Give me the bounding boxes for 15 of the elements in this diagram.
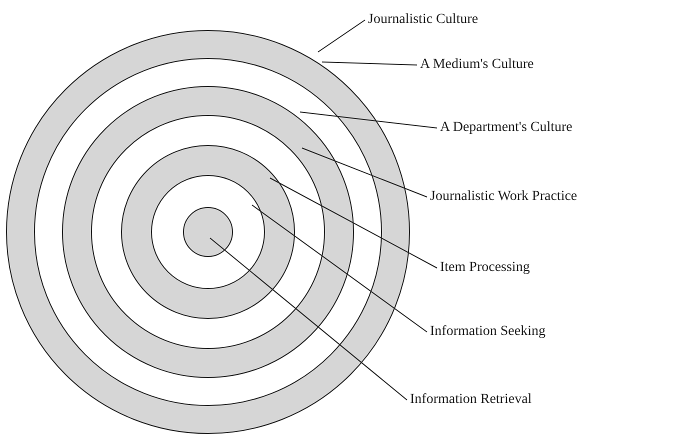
leader-line: [270, 178, 438, 268]
ring-label: Item Processing: [440, 260, 530, 276]
leader-line: [302, 148, 428, 198]
leader-line: [318, 20, 366, 52]
leader-line: [322, 62, 418, 66]
ring-label: Information Retrieval: [410, 392, 532, 408]
leader-line: [210, 238, 408, 400]
ring-label: A Medium's Culture: [420, 57, 534, 73]
ring-label: Journalistic Work Practice: [430, 189, 578, 205]
ring-band: [183, 207, 233, 257]
leader-line: [300, 112, 438, 128]
ring-label: A Department's Culture: [440, 120, 572, 136]
leader-line: [252, 204, 428, 332]
ring-label: Information Seeking: [430, 324, 546, 340]
ring-label: Journalistic Culture: [368, 12, 478, 28]
